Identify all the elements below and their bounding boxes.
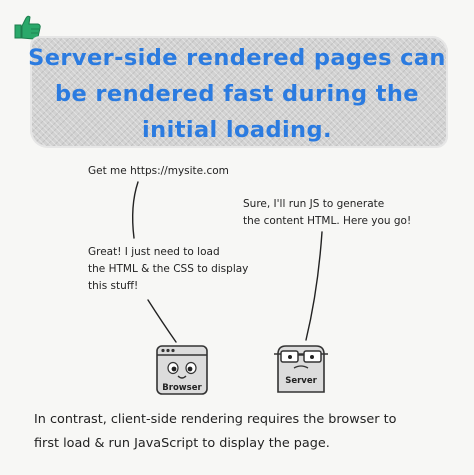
dialogue-line: Great! I just need to load xyxy=(88,246,220,258)
connector-browser-reply xyxy=(147,299,177,343)
footer-caption: In contrast, client-side rendering requi… xyxy=(34,408,454,456)
footer-line: first load & run JavaScript to display t… xyxy=(34,436,330,451)
title-line: initial loading. xyxy=(142,117,332,143)
server-label: Server xyxy=(285,376,317,386)
dialogue-line: Sure, I'll run JS to generate xyxy=(243,198,385,210)
title-line: be rendered fast during the xyxy=(55,81,419,107)
footer-line: In contrast, client-side rendering requi… xyxy=(34,412,397,427)
page-title: Server-side rendered pages can be render… xyxy=(22,40,452,148)
connector-request xyxy=(131,181,139,239)
server-character-icon xyxy=(274,345,328,393)
browser-reply-text: Great! I just need to load the HTML & th… xyxy=(88,244,288,295)
dialogue-line: the content HTML. Here you go! xyxy=(243,215,412,227)
browser-request-text: Get me https://mysite.com xyxy=(88,163,268,180)
title-line: Server-side rendered pages can xyxy=(28,45,446,71)
dialogue-line: Get me https://mysite.com xyxy=(88,165,229,177)
title-highlight-band xyxy=(30,36,448,148)
browser-character-icon xyxy=(156,345,208,395)
connector-server-reply xyxy=(305,231,323,341)
server-reply-text: Sure, I'll run JS to generate the conten… xyxy=(243,196,433,230)
dialogue-line: the HTML & the CSS to display xyxy=(88,263,249,275)
dialogue-line: this stuff! xyxy=(88,280,139,292)
browser-label: Browser xyxy=(162,383,202,393)
